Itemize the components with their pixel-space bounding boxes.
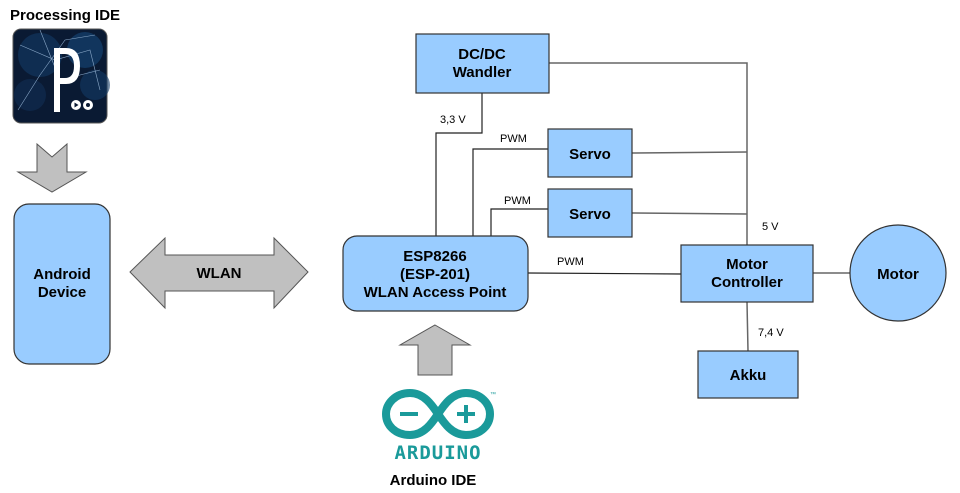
esp-label-line3: WLAN Access Point [364,284,507,301]
label-7v4: 7,4 V [758,327,784,339]
wlan-label: WLAN [197,265,242,282]
android-label-line1: Android [33,266,91,283]
servo-box-2[interactable]: Servo [547,188,633,238]
arduino-logo-text: ARDUINO [394,442,481,464]
wire-dcdc-5v-rail [549,62,748,245]
motor-controller-box[interactable]: Motor Controller [680,244,814,303]
motor-controller-line2: Controller [711,274,783,291]
label-5v: 5 V [762,221,779,233]
servo1-label: Servo [569,146,611,163]
wire-esp-servo2-pwm [490,208,548,236]
dcdc-wandler-box[interactable]: DC/DC Wandler [415,33,550,94]
arrow-arduino-to-esp [398,324,472,376]
wire-akku-motorcontroller [746,301,749,352]
label-pwm-motorcontroller: PWM [557,256,584,268]
arrow-processing-to-android [16,142,88,193]
motor-circle[interactable]: Motor [849,224,947,322]
wire-dcdc-esp-3v3 [435,93,483,236]
esp-label-line1: ESP8266 [403,248,466,265]
dcdc-label-line1: DC/DC [458,46,506,63]
wires [435,62,851,352]
esp-label-line2: (ESP-201) [400,266,470,283]
processing-title: Processing IDE [10,7,120,24]
arduino-title: Arduino IDE [390,472,477,489]
motor-controller-line1: Motor [726,256,768,273]
android-label-line2: Device [38,284,86,301]
motor-label: Motor [877,266,919,283]
wire-servo1-rail [631,151,748,154]
wire-esp-servo1-pwm [472,148,548,236]
arduino-tm: ™ [490,391,496,398]
wire-servo2-rail [631,212,748,215]
servo2-label: Servo [569,206,611,223]
label-pwm-servo1: PWM [500,133,527,145]
wlan-double-arrow: WLAN [129,236,309,310]
akku-box[interactable]: Akku [697,350,799,399]
processing-logo-icon [12,28,110,124]
esp8266-box[interactable]: ESP8266 (ESP-201) WLAN Access Point [342,235,529,312]
arduino-logo-icon: ™ [381,388,496,440]
android-device-box[interactable]: Android Device [13,203,111,365]
wire-esp-motorcontroller-pwm [527,272,682,275]
servo-box-1[interactable]: Servo [547,128,633,178]
akku-label: Akku [730,367,767,384]
dcdc-label-line2: Wandler [453,64,512,81]
label-3v3: 3,3 V [440,114,466,126]
label-pwm-servo2: PWM [504,195,531,207]
